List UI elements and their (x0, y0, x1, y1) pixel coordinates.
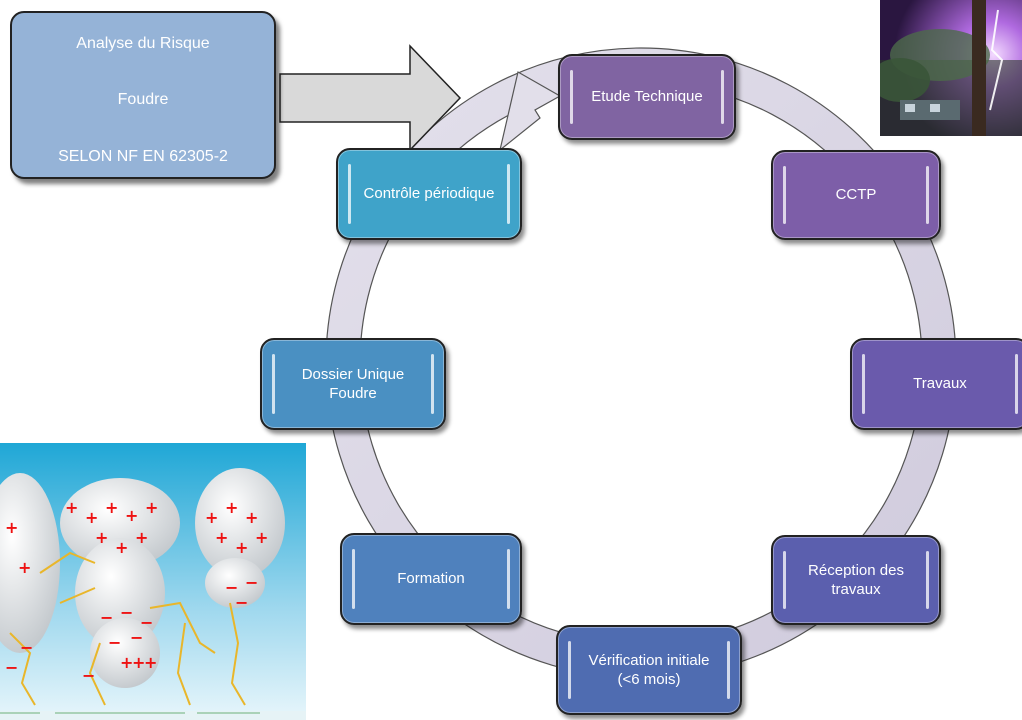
svg-text:+: + (125, 506, 138, 525)
step-label: Formation (397, 570, 465, 588)
thundercloud-illustration: + + + + + + + + + + + + + + + + + + + − … (0, 443, 306, 720)
svg-text:−: − (20, 638, 33, 657)
step-label: Vérification initiale (<6 mois) (588, 651, 710, 689)
step-label: Travaux (913, 375, 967, 393)
analysis-arrow (279, 44, 462, 152)
svg-text:+: + (255, 528, 268, 547)
svg-text:+: + (235, 538, 248, 557)
svg-text:−: − (5, 658, 18, 677)
svg-text:+: + (144, 653, 157, 672)
step-controle-periodique: Contrôle périodique (336, 148, 522, 240)
svg-text:−: − (245, 573, 258, 592)
svg-text:−: − (108, 633, 121, 652)
svg-text:+: + (105, 498, 118, 517)
step-reception-travaux: Réception des travaux (771, 535, 941, 625)
svg-text:−: − (82, 666, 95, 685)
step-dossier-unique-foudre: Dossier Unique Foudre (260, 338, 446, 430)
svg-text:+: + (145, 498, 158, 517)
svg-text:−: − (235, 593, 248, 612)
svg-text:−: − (100, 608, 113, 627)
svg-text:+: + (205, 508, 218, 527)
svg-text:−: − (130, 628, 143, 647)
step-travaux: Travaux (850, 338, 1022, 430)
step-formation: Formation (340, 533, 522, 625)
svg-text:+: + (120, 653, 133, 672)
step-label: Réception des travaux (808, 561, 904, 599)
svg-text:+: + (225, 498, 238, 517)
step-cctp: CCTP (771, 150, 941, 240)
step-label: Contrôle périodique (363, 185, 495, 203)
svg-text:+: + (245, 508, 258, 527)
svg-text:+: + (115, 538, 128, 557)
step-label: Etude Technique (591, 88, 703, 106)
step-label: CCTP (835, 186, 877, 204)
step-label: Dossier Unique Foudre (301, 365, 405, 403)
svg-text:+: + (135, 528, 148, 547)
step-etude-technique: Etude Technique (558, 54, 736, 140)
svg-text:+: + (65, 498, 78, 517)
svg-text:+: + (215, 528, 228, 547)
analysis-title: Analyse du Risque (76, 35, 210, 52)
svg-text:+: + (85, 508, 98, 527)
step-verification-initiale: Vérification initiale (<6 mois) (556, 625, 742, 715)
risk-analysis-box: Analyse du Risque Foudre SELON NF EN 623… (10, 11, 276, 179)
svg-text:+: + (95, 528, 108, 547)
analysis-subtitle: Foudre (117, 91, 169, 108)
svg-text:+: + (5, 518, 18, 537)
analysis-standard: SELON NF EN 62305-2 (58, 148, 228, 165)
lightning-photo (880, 0, 1022, 136)
svg-text:+: + (18, 558, 31, 577)
ring-arrowhead (499, 71, 562, 152)
svg-text:−: − (140, 613, 153, 632)
svg-text:−: − (225, 578, 238, 597)
svg-text:+: + (132, 653, 145, 672)
svg-text:−: − (120, 603, 133, 622)
